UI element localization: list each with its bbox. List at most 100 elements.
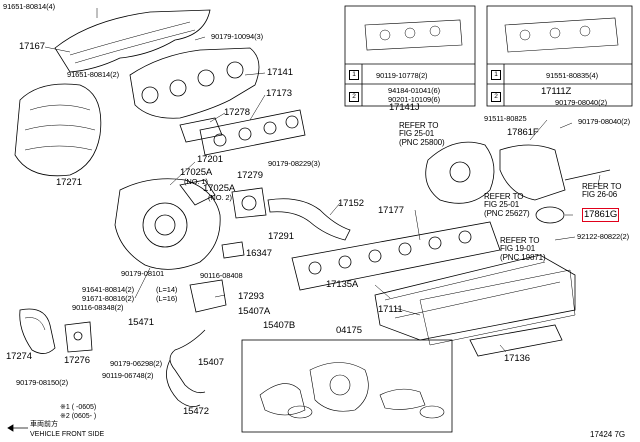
label-17167: 17167 [19, 41, 45, 52]
label-17278: 17278 [224, 107, 250, 118]
label-17177: 17177 [378, 205, 404, 216]
label-17201: 17201 [197, 154, 223, 165]
note-l16: (L=16) [156, 294, 178, 303]
label-17276: 17276 [64, 355, 90, 366]
refer-line: (PNC 25800) [399, 137, 445, 147]
label-90201-10109-6: 90201-10109(6) [388, 95, 440, 104]
part-16347-shape [221, 241, 245, 259]
label-91641-80814-2: 91641-80814(2) [82, 285, 134, 294]
label-15407: 15407 [198, 357, 224, 368]
refer-fig-19-01-19871: REFER TO FIG 19-01 (PNC 19871) [500, 236, 546, 262]
label-16347: 16347 [246, 248, 272, 259]
refer-line: (PNC 19871) [500, 252, 546, 262]
label-90179-08229-3: 90179-08229(3) [268, 159, 320, 168]
label-91511-80825: 91511-80825 [484, 114, 527, 123]
label-17861f: 17861F [507, 127, 539, 138]
intake-gasket-17177-shape [291, 221, 501, 291]
legend-line-1: ※1 ( -0605) [60, 404, 96, 413]
legend-line-2: ※2 (0605- ) [60, 413, 96, 422]
bracket-17293-shape [189, 279, 227, 313]
refer-line: FIG 19-01 [500, 244, 536, 254]
label-17152: 17152 [338, 198, 364, 209]
label-15471: 15471 [128, 317, 154, 328]
label-17274: 17274 [6, 351, 32, 362]
label-17173: 17173 [266, 88, 292, 99]
refer-line: REFER TO [582, 182, 622, 191]
refer-line: (PNC 25627) [484, 208, 530, 218]
exhaust-pipe-17291-shape [267, 198, 351, 241]
oil-pipe-15472-shape [166, 359, 201, 408]
label-91651-80814-2: 91651-80814(2) [67, 70, 119, 79]
hose-17274-shape [19, 308, 56, 354]
label-04175: 04175 [336, 325, 362, 336]
refer-line: REFER TO [484, 192, 524, 201]
label-15472: 15472 [183, 406, 209, 417]
label-17279: 17279 [237, 170, 263, 181]
label-90119-06748-2: 90119-06748(2) [102, 371, 154, 380]
refer-fig-26-06: REFER TO FIG 26-06 [582, 182, 622, 200]
label-94184-01041-6: 94184-01041(6) [388, 86, 440, 95]
label-17111: 17111 [378, 304, 403, 315]
inset-right-row-2: 2 [491, 92, 501, 102]
legend-block: ※1 ( -0605) ※2 (0605- ) [60, 404, 96, 422]
intake-manifold-shape [374, 254, 576, 341]
gasket-kit-box [241, 339, 453, 433]
label-90119-10778-2: 90119-10778(2) [376, 71, 428, 80]
label-92122-80822-2: 92122-80822(2) [577, 232, 629, 241]
note-no2: (NO. 2) [208, 193, 232, 202]
refer-line: REFER TO [399, 121, 439, 130]
egr-valve-shape [425, 141, 495, 204]
legend-text: (0605- ) [71, 412, 97, 420]
egr-pipe-shape [499, 144, 566, 201]
legend-mark: ※1 [60, 404, 70, 411]
label-90179-06298-2: 90179-06298(2) [110, 359, 162, 368]
plate-17136-shape [469, 324, 563, 357]
inset-right-row-1: 1 [491, 70, 501, 80]
intake-manifold-lower-shape [419, 269, 576, 346]
refer-line: FIG 25-01 [484, 200, 520, 210]
note-l14: (L=14) [156, 285, 178, 294]
gasket-17279-shape [231, 187, 267, 219]
label-17135a: 17135A [326, 279, 359, 290]
label-91551-80835-4: 91551-80835(4) [546, 71, 598, 80]
refer-line: REFER TO [500, 236, 540, 245]
legend-text: ( -0605) [71, 404, 97, 411]
label-17111z: 17111Z [541, 86, 572, 97]
gasket-17278-shape [179, 117, 223, 143]
heat-insulator-lower-shape [14, 83, 102, 177]
label-17141j: 17141J [389, 102, 420, 113]
label-90179-10094-3: 90179-10094(3) [211, 32, 263, 41]
label-90116-08348-2: 90116-08348(2) [72, 303, 124, 312]
label-17025a-2: 17025A [203, 183, 236, 194]
inset-left-row-2: 2 [349, 92, 359, 102]
heat-insulator-upper-shape [54, 9, 211, 73]
gasket-17173-shape [199, 109, 306, 156]
turbocharger-shape [114, 178, 221, 270]
gasket-17861g-shape [535, 206, 565, 224]
bracket-17276-shape [64, 321, 93, 353]
label-15407a: 15407A [238, 306, 271, 317]
label-15407b: 15407B [263, 320, 296, 331]
label-17293: 17293 [238, 291, 264, 302]
label-90179-08040-2b: 90179-08040(2) [578, 117, 630, 126]
inset-box-left [344, 5, 476, 107]
refer-line: FIG 25-01 [399, 129, 435, 139]
vehicle-front-side: VEHICLE FRONT SIDE [30, 431, 105, 438]
vehicle-front-jp: 車両前方 [30, 421, 58, 428]
label-90116-08408: 90116-08408 [200, 271, 243, 280]
exhaust-manifold-shape [129, 47, 260, 119]
label-17141: 17141 [267, 67, 293, 78]
label-17291: 17291 [268, 231, 294, 242]
label-17271: 17271 [56, 177, 82, 188]
label-17025a-1: 17025A [180, 167, 213, 178]
inset-box-right [486, 5, 633, 107]
note-no1: (NO. 1) [184, 177, 208, 186]
label-17136: 17136 [504, 353, 530, 364]
figure-id: 17424 7G [590, 430, 626, 439]
label-90179-08101: 90179-08101 [121, 269, 165, 278]
refer-line: FIG 26-06 [582, 190, 618, 200]
refer-fig-25-01-25800: REFER TO FIG 25-01 (PNC 25800) [399, 121, 445, 147]
label-17861g-highlighted[interactable]: 17861G [581, 208, 620, 222]
